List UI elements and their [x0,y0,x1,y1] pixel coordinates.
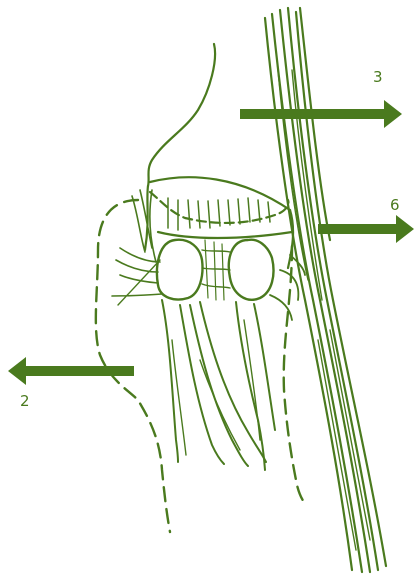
oval-cartilages [157,240,274,300]
arrow-3 [240,100,402,128]
label-2: 2 [20,392,30,410]
arrow-6 [318,215,414,243]
nerve-strand [145,44,215,250]
right-fibers [270,255,305,320]
label-3: 3 [373,68,383,86]
left-fibers [112,190,162,305]
label-6: 6 [390,196,400,214]
tendon-bundle [265,8,386,572]
lower-fiber-fan [162,300,275,470]
